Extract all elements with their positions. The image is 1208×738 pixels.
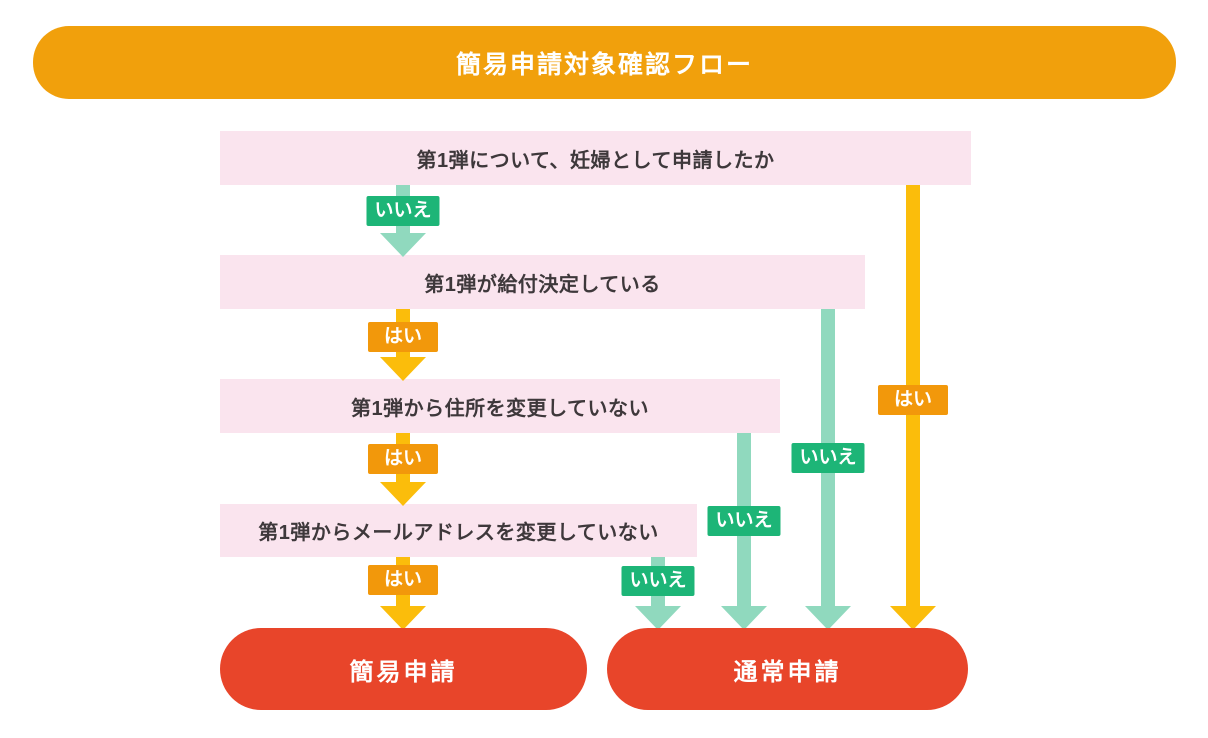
answer-badge-no: いいえ (621, 566, 695, 597)
flow-title-banner: 簡易申請対象確認フロー (33, 26, 1176, 99)
flow-title: 簡易申請対象確認フロー (455, 50, 753, 79)
arrow-q3-no-to-normal: いいえ (707, 433, 781, 630)
arrow-q1-no-to-q2: いいえ (366, 185, 440, 257)
result-simple-label: 簡易申請 (349, 658, 458, 686)
arrow-q2-yes-to-q3: はい (368, 309, 438, 381)
answer-badge-no: いいえ (366, 196, 440, 227)
answer-badge-yes: はい (878, 385, 948, 416)
question-3-label: 第1弾から住所を変更していない (350, 397, 650, 420)
question-box-3: 第1弾から住所を変更していない (220, 379, 780, 433)
arrow-down-icon (805, 606, 851, 630)
arrow-q4-yes-to-simple: はい (368, 557, 438, 630)
answer-badge-yes: はい (368, 322, 438, 353)
arrow-q4-no-to-normal: いいえ (621, 557, 695, 630)
result-box-simple: 簡易申請 (220, 628, 587, 710)
arrow-q2-no-to-normal: いいえ (791, 309, 865, 630)
arrow-down-icon (380, 482, 426, 506)
answer-badge-yes: はい (368, 444, 438, 475)
question-box-4: 第1弾からメールアドレスを変更していない (220, 504, 697, 557)
result-box-normal: 通常申請 (607, 628, 968, 710)
arrow-q3-yes-to-q4: はい (368, 433, 438, 506)
arrow-down-icon (635, 606, 681, 630)
question-1-label: 第1弾について、妊婦として申請したか (416, 149, 775, 172)
answer-badge-yes: はい (368, 565, 438, 596)
arrow-down-icon (380, 606, 426, 630)
question-box-1: 第1弾について、妊婦として申請したか (220, 131, 971, 185)
question-2-label: 第1弾が給付決定している (424, 273, 661, 296)
arrow-q1-yes-to-normal: はい (878, 185, 948, 630)
arrow-down-icon (380, 357, 426, 381)
question-box-2: 第1弾が給付決定している (220, 255, 865, 309)
result-normal-label: 通常申請 (733, 658, 842, 686)
question-4-label: 第1弾からメールアドレスを変更していない (258, 522, 659, 544)
arrow-down-icon (890, 606, 936, 630)
answer-badge-no: いいえ (707, 506, 781, 537)
arrow-down-icon (721, 606, 767, 630)
answer-badge-no: いいえ (791, 443, 865, 474)
arrow-down-icon (380, 233, 426, 257)
